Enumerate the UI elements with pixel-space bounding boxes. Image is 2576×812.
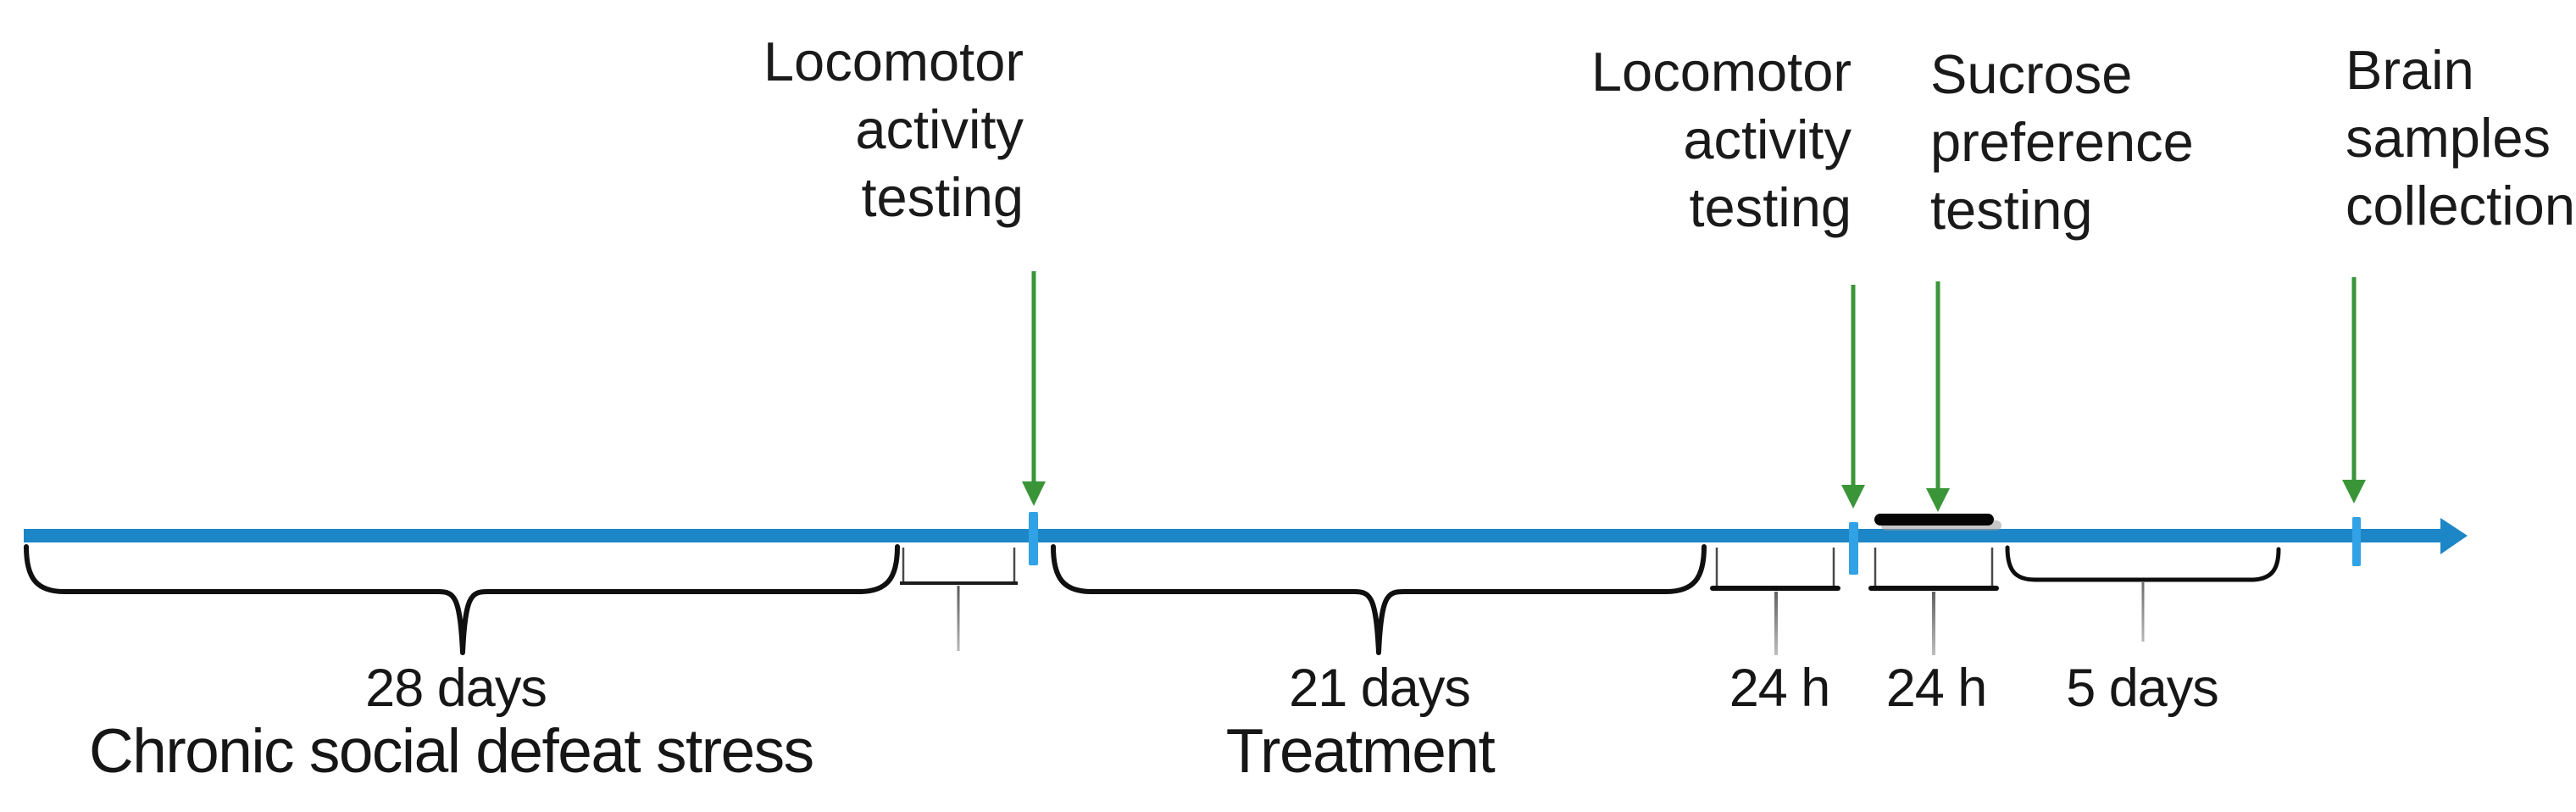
label-line: testing: [1930, 179, 2093, 241]
duration-21-days: 21 days: [1289, 659, 1471, 718]
label-line: testing: [861, 166, 1024, 228]
arrow-brain-icon: [2342, 277, 2366, 503]
arrow-locomotor-1-icon: [1022, 271, 1046, 506]
phase-treatment: Treatment: [1225, 717, 1496, 786]
label-line: activity: [1683, 108, 1852, 170]
label-brain-collection: Brain samples collection: [2346, 36, 2575, 240]
timeline-arrowhead-icon: [2440, 518, 2468, 554]
duration-24h-1: 24 h: [1729, 659, 1831, 718]
label-locomotor-testing-2: Locomotor activity testing: [1591, 38, 1852, 242]
label-line: Brain: [2346, 39, 2474, 101]
duration-28-days: 28 days: [365, 659, 547, 718]
bracket-locomotor-1: [900, 548, 1018, 651]
arrow-sucrose-icon: [1926, 281, 1950, 512]
tick-brain-collection: [2352, 517, 2361, 566]
label-line: Sucrose: [1930, 43, 2133, 105]
duration-24h-2: 24 h: [1885, 659, 1988, 718]
label-line: samples: [2346, 107, 2551, 169]
brace-28-days: [24, 544, 900, 655]
duration-5-days: 5 days: [2066, 659, 2219, 718]
phase-chronic-social-defeat-stress: Chronic social defeat stress: [89, 717, 814, 786]
label-sucrose-testing: Sucrose preference testing: [1930, 41, 2194, 244]
label-line: activity: [855, 98, 1024, 160]
label-line: testing: [1689, 176, 1852, 238]
label-line: collection: [2346, 175, 2575, 236]
timeline-line: [24, 529, 2446, 542]
label-line: preference: [1930, 111, 2194, 173]
tick-locomotor-1: [1029, 512, 1038, 565]
label-line: Locomotor: [1591, 41, 1852, 103]
label-locomotor-testing-1: Locomotor activity testing: [763, 28, 1024, 231]
tick-locomotor-2: [1849, 522, 1858, 575]
brace-21-days: [1051, 544, 1707, 655]
sucrose-period-bar: [1874, 514, 1994, 526]
label-line: Locomotor: [763, 31, 1024, 92]
bracket-24h-2: [1868, 548, 1999, 655]
arrow-locomotor-2-icon: [1841, 285, 1865, 509]
bracket-24h-1: [1710, 548, 1840, 655]
bracket-5-days: [2005, 545, 2281, 642]
